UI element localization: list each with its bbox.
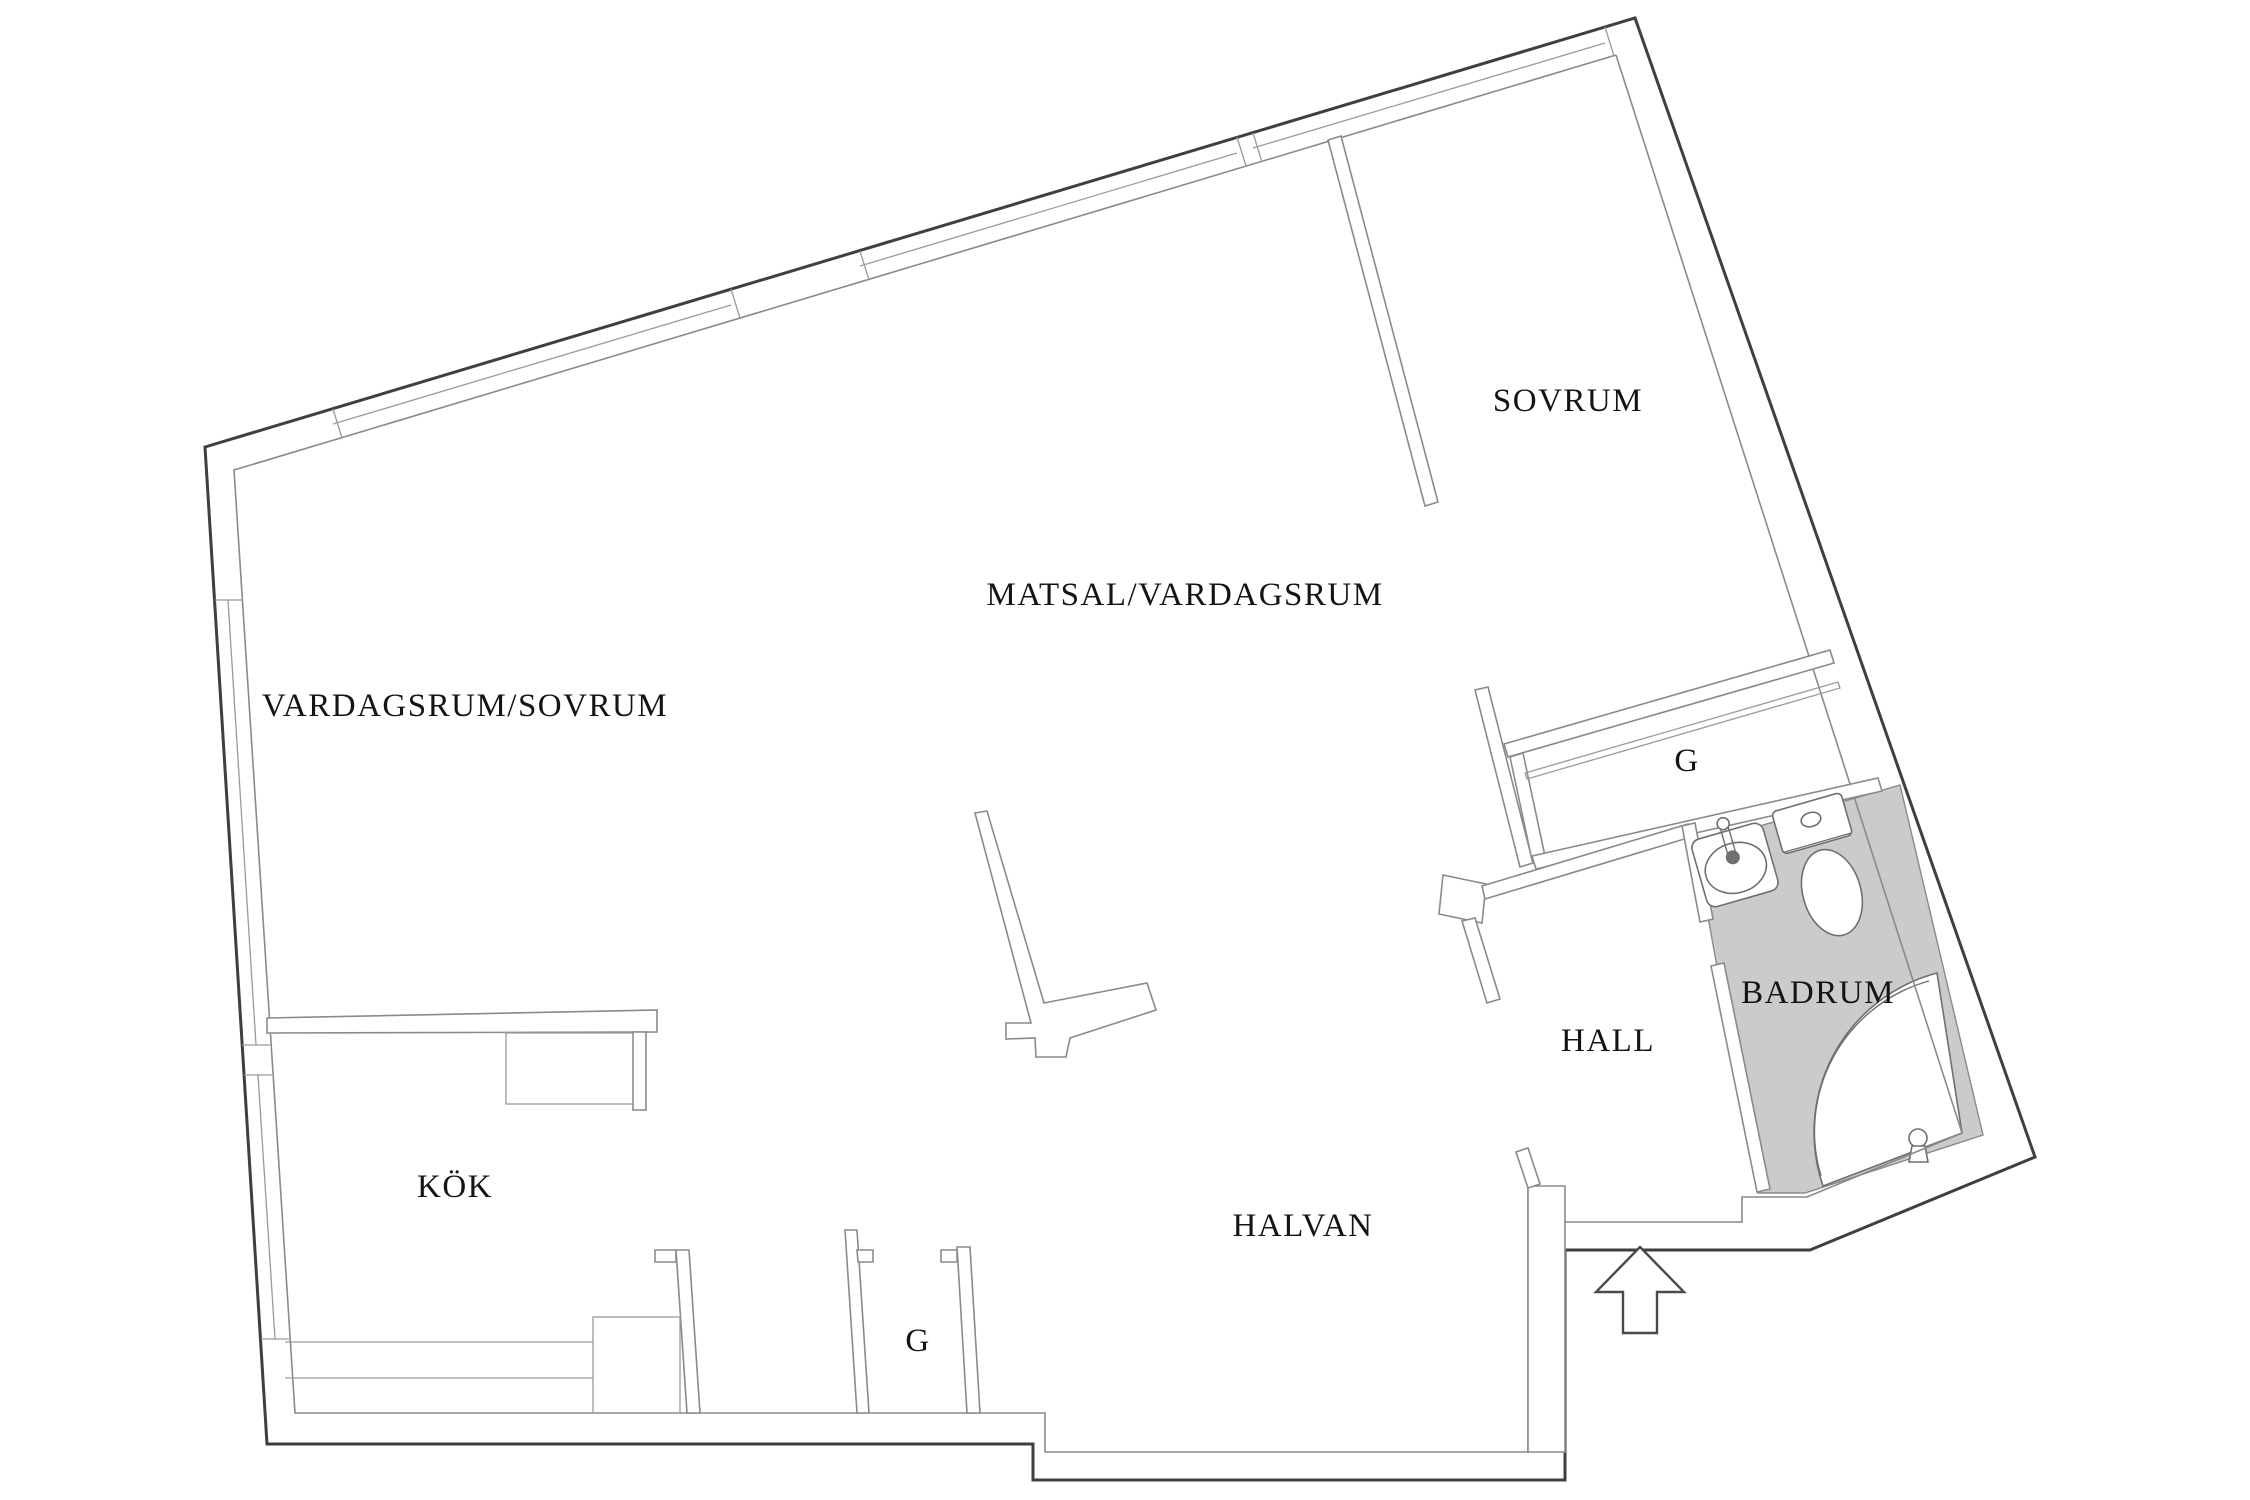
wall-garderob-kok-right	[956, 1246, 981, 1414]
wall-kok-right-lower	[675, 1249, 701, 1414]
room-label-kok: KÖK	[417, 1169, 493, 1205]
room-label-garderob-kok: G	[905, 1323, 930, 1359]
toilet-icon	[1771, 792, 1864, 937]
wall-center-stub	[974, 810, 1158, 1058]
exterior-wall-outer	[203, 16, 2037, 1482]
kitchen-counters	[285, 1032, 681, 1414]
garderob-hall-rail	[1524, 681, 1841, 780]
kitchen-appliance	[592, 1316, 681, 1414]
window-left-wall	[215, 599, 289, 1340]
wall-kok-right-jamb	[654, 1249, 677, 1263]
room-label-garderob-hall: G	[1674, 743, 1699, 779]
room-label-sovrum: SOVRUM	[1493, 383, 1643, 419]
window-top-wall	[332, 26, 1615, 439]
room-label-hall: HALL	[1561, 1023, 1655, 1059]
room-label-badrum: BADRUM	[1741, 975, 1895, 1011]
wall-matsal-sovrum	[1327, 134, 1439, 508]
wall-kok-top	[266, 1009, 658, 1034]
room-labels: VARDAGSRUM/SOVRUM MATSAL/VARDAGSRUM SOVR…	[262, 383, 1895, 1359]
wall-halvan-door-jamb	[1514, 1146, 1542, 1190]
interior-walls	[266, 134, 1884, 1453]
wall-kok-right-upper	[632, 1031, 647, 1111]
room-label-vardagsrum-sovrum: VARDAGSRUM/SOVRUM	[262, 688, 668, 724]
shower-icon	[1813, 971, 1963, 1188]
room-label-halvan: HALVAN	[1232, 1208, 1373, 1244]
entrance-arrow-icon	[1593, 1245, 1687, 1335]
wall-badrum-left-lower	[1710, 962, 1771, 1193]
sink-icon	[1691, 816, 1779, 908]
wall-garderob-kok-right-jamb	[940, 1249, 958, 1263]
wall-halvan-right	[1527, 1185, 1566, 1453]
wall-hall-down-stub	[1460, 917, 1502, 1005]
wall-garderob-kok-left	[844, 1229, 870, 1414]
room-label-matsal-vardagsrum: MATSAL/VARDAGSRUM	[986, 577, 1383, 613]
kitchen-counter-upper	[505, 1032, 634, 1105]
exterior-wall-inner	[233, 54, 1963, 1453]
wall-hall-stub	[1474, 686, 1534, 869]
wall-garderob-kok-left-jamb	[856, 1249, 874, 1263]
wall-sovrum-bottom	[1502, 649, 1836, 758]
wall-hall-junction	[1438, 874, 1487, 924]
